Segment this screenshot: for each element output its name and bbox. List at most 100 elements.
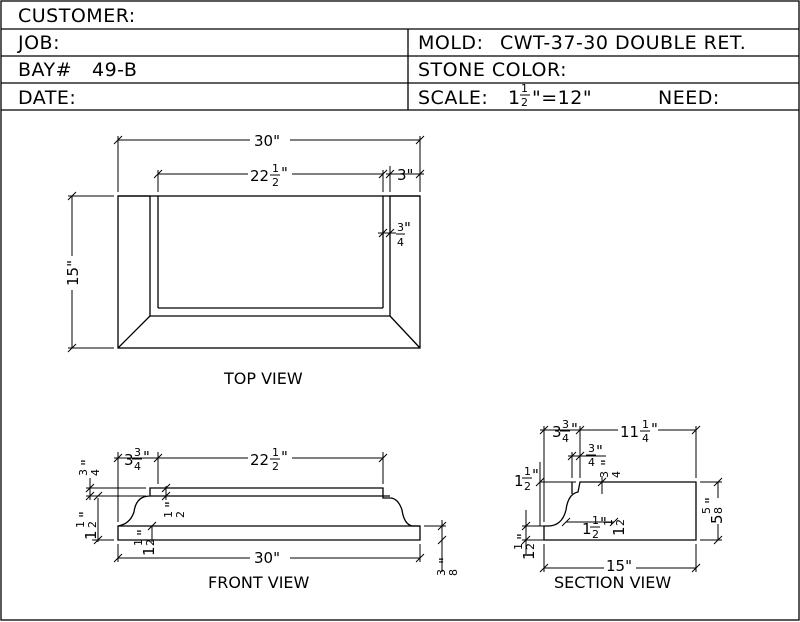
section-foot-whole: 1 [520, 550, 538, 560]
tick [575, 451, 585, 461]
tick [521, 535, 531, 545]
section-step2-num: 3 [598, 471, 611, 478]
tick [67, 343, 77, 353]
job-label: JOB: [17, 32, 60, 54]
top-width-dim: 30" [254, 132, 280, 150]
bevel-line [389, 315, 421, 349]
section-view: 15" 11 1 4 " 3 3 4 " 3 4 " 3 4 [512, 418, 726, 592]
section-step-num: 3 [588, 442, 595, 455]
front-foot-den: 2 [144, 539, 157, 546]
tick [437, 535, 447, 545]
date-label: DATE: [18, 87, 76, 109]
front-offset-whole: 3 [124, 451, 134, 469]
tick [378, 453, 388, 463]
tick [415, 553, 425, 563]
front-half-unit: " [162, 501, 180, 508]
front-view: 30" 22 1 2 " 3 3 4 " 3 4 " 1 [74, 446, 460, 592]
section-height-num: 5 [700, 507, 713, 514]
section-foot-unit: " [514, 533, 532, 540]
top-rim-dim: 3" [397, 166, 413, 184]
section-height-den: 8 [712, 507, 725, 514]
front-bottom-num: 3 [435, 569, 448, 576]
tick [385, 228, 395, 238]
top-lip-num: 3 [397, 221, 404, 234]
tick [521, 521, 531, 531]
tick [713, 535, 723, 545]
section-left-unit: " [532, 466, 539, 484]
tick [93, 491, 103, 501]
bay-value: 49-B [92, 59, 137, 81]
scale-denominator: 2 [521, 96, 528, 109]
tick [691, 563, 701, 573]
top-depth-dim: 15" [64, 260, 82, 286]
section-view-label: SECTION VIEW [554, 573, 671, 592]
section-top-whole: 11 [620, 423, 639, 441]
mold-value: CWT-37-30 DOUBLE RET. [500, 32, 746, 54]
top-view-outline [117, 195, 421, 349]
scale-whole: 1 [508, 87, 521, 109]
front-base-unit: " [76, 511, 94, 518]
tick [567, 451, 577, 461]
tick [609, 517, 619, 527]
tick [153, 169, 163, 179]
front-width-dim: 30" [254, 549, 280, 567]
section-mid-num: 1 [592, 514, 599, 527]
tick [67, 191, 77, 201]
customer-label: CUSTOMER: [18, 5, 136, 27]
front-offset-num: 3 [134, 446, 141, 459]
bay-label: BAY# [18, 59, 72, 81]
tick [691, 425, 701, 435]
front-offset-unit: " [143, 448, 150, 466]
front-profile [117, 487, 421, 541]
front-half-num: 1 [162, 511, 175, 518]
section-top-num: 1 [642, 418, 649, 431]
section-step-unit: " [596, 442, 603, 460]
section-step2-den: 4 [610, 471, 623, 478]
top-view: 30" 22 1 2 " 3" 3 4 " 15" TOP [64, 132, 425, 388]
front-inner-whole: 22 [250, 451, 269, 469]
front-foot-unit: " [134, 529, 152, 536]
section-left-whole: 1 [514, 472, 524, 490]
section-foot-num: 1 [512, 543, 525, 550]
top-view-label: TOP VIEW [223, 369, 303, 388]
tick [437, 521, 447, 531]
tick [147, 521, 157, 531]
section-offset-whole: 3 [552, 423, 562, 441]
tick [539, 425, 549, 435]
inner-rim [118, 195, 420, 317]
scale-label: SCALE: [418, 87, 488, 109]
tick [597, 477, 607, 487]
tick [561, 517, 571, 527]
section-width-dim: 15" [606, 557, 632, 575]
section-offset-unit: " [571, 420, 578, 438]
section-step2-unit: " [598, 459, 616, 466]
tick [161, 483, 171, 493]
stone-color-label: STONE COLOR: [418, 59, 567, 81]
section-offset-den: 4 [562, 432, 569, 445]
top-inner-num: 1 [272, 162, 279, 175]
front-base-whole: 1 [82, 530, 100, 540]
tick [85, 491, 95, 501]
tick [113, 453, 123, 463]
section-offset-num: 3 [562, 418, 569, 431]
tick [415, 135, 425, 145]
section-mid-unit: " [600, 514, 607, 532]
tick [161, 491, 171, 501]
tick [535, 477, 545, 487]
front-inner-num: 1 [272, 446, 279, 459]
section-mid2-den: 2 [614, 519, 627, 526]
front-offset-den: 4 [134, 460, 141, 473]
section-top-den: 4 [642, 432, 649, 445]
top-lip-unit: " [404, 219, 411, 237]
section-height-whole: 5 [708, 514, 726, 524]
front-view-label: FRONT VIEW [208, 573, 310, 592]
front-foot-num: 1 [132, 539, 145, 546]
tick [385, 169, 395, 179]
top-lip-den: 4 [397, 236, 404, 249]
front-inner-unit: " [281, 448, 288, 466]
section-mid2-num: 1 [602, 519, 615, 526]
bevel-line [117, 315, 151, 349]
